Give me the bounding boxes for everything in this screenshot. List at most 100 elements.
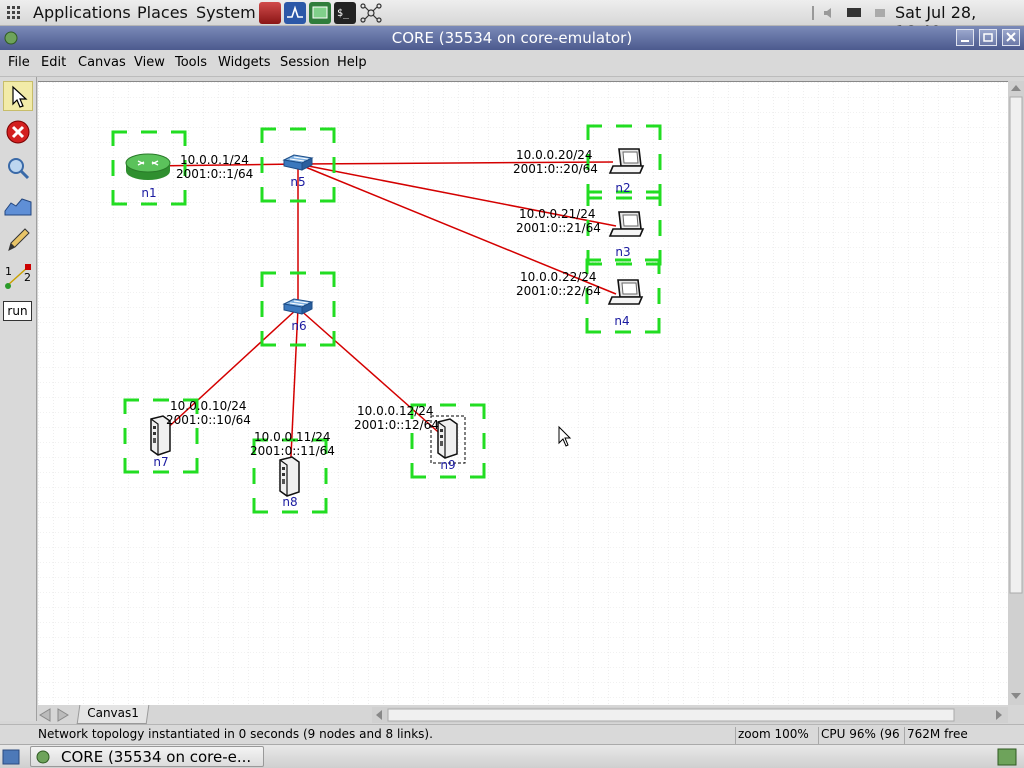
server-icon[interactable] xyxy=(437,418,458,459)
tab-right-arrow-icon[interactable] xyxy=(57,708,69,722)
network-launcher-icon[interactable] xyxy=(309,2,331,24)
mouse-pointer-icon xyxy=(558,425,572,447)
window-app-icon[interactable] xyxy=(4,31,18,45)
taskbar-window-core[interactable]: CORE (35534 on core-e... xyxy=(30,746,264,767)
addr-n4-ipv4: 10.0.0.22/24 xyxy=(520,270,597,284)
system-menu[interactable]: System xyxy=(196,3,256,22)
addr-n8-ipv6: 2001:0::11/64 xyxy=(250,444,335,458)
network-status-icon[interactable] xyxy=(846,7,862,19)
link-n6-n9[interactable] xyxy=(297,307,446,439)
menu-widgets[interactable]: Widgets xyxy=(218,55,271,70)
addr-n1-ipv4: 10.0.0.1/24 xyxy=(180,153,249,167)
canvas-tab-row: Canvas1 xyxy=(38,705,372,725)
tab-canvas1[interactable]: Canvas1 xyxy=(76,705,150,724)
node-label-n2[interactable]: n2 xyxy=(615,181,630,195)
core-launcher-icon[interactable] xyxy=(259,2,281,24)
menu-view[interactable]: View xyxy=(134,55,165,70)
node-label-n5[interactable]: n5 xyxy=(290,175,305,189)
close-button[interactable] xyxy=(1002,29,1020,46)
svg-text:$_: $_ xyxy=(337,8,350,19)
wireshark-launcher-icon[interactable] xyxy=(284,2,306,24)
vertical-scroll-thumb[interactable] xyxy=(1009,96,1023,594)
addr-n3-ipv6: 2001:0::21/64 xyxy=(516,221,601,235)
battery-icon[interactable] xyxy=(874,7,886,19)
plot-tool-button[interactable] xyxy=(3,189,33,219)
node-label-n1[interactable]: n1 xyxy=(141,186,156,200)
stop-icon xyxy=(6,120,30,144)
stop-session-button[interactable] xyxy=(3,117,33,147)
menu-bar: File Edit Canvas View Tools Widgets Sess… xyxy=(0,50,1024,77)
canvas-grid xyxy=(38,82,1008,705)
places-menu[interactable]: Places xyxy=(137,3,188,22)
addr-n9-ipv4: 10.0.0.12/24 xyxy=(357,404,434,418)
link-n5-n2[interactable] xyxy=(297,161,614,165)
vertical-scrollbar[interactable] xyxy=(1008,81,1024,705)
node-label-n3[interactable]: n3 xyxy=(615,245,630,259)
node-label-n8[interactable]: n8 xyxy=(282,495,297,509)
scroll-right-icon[interactable] xyxy=(996,710,1002,720)
taskbar-window-label: CORE (35534 on core-e... xyxy=(61,748,252,766)
status-zoom: zoom 100% xyxy=(735,727,809,744)
scroll-up-icon[interactable] xyxy=(1011,85,1021,91)
apps-grid-icon[interactable] xyxy=(7,6,21,20)
terminal-launcher-icon[interactable]: $_ xyxy=(334,2,356,24)
focus-box-n9 xyxy=(430,415,466,464)
status-cpu: CPU 96% (96 xyxy=(818,727,900,744)
horizontal-scroll-thumb[interactable] xyxy=(387,708,955,722)
addr-n1-ipv6: 2001:0::1/64 xyxy=(176,167,253,181)
addr-n7-ipv4: 10.0.0.10/24 xyxy=(170,399,247,413)
plot-icon xyxy=(4,198,32,216)
show-desktop-icon[interactable] xyxy=(2,749,20,765)
magnifier-icon xyxy=(8,158,30,180)
menu-file[interactable]: File xyxy=(8,55,30,70)
topology-launcher-icon[interactable] xyxy=(359,2,383,24)
volume-icon[interactable] xyxy=(823,7,837,19)
link-n1-n5[interactable] xyxy=(147,163,299,167)
minimize-icon xyxy=(961,40,969,42)
router-icon[interactable] xyxy=(125,153,171,181)
addr-n2-ipv6: 2001:0::20/64 xyxy=(513,162,598,176)
core-window-icon xyxy=(36,750,50,764)
addr-n8-ipv4: 10.0.0.11/24 xyxy=(254,430,331,444)
workspace-switcher-icon[interactable] xyxy=(997,748,1017,766)
run-tool-button[interactable]: run xyxy=(3,298,33,328)
link-n5-n4[interactable] xyxy=(297,163,617,295)
arrow-cursor-icon xyxy=(12,85,28,108)
tab-left-arrow-icon[interactable] xyxy=(39,708,51,722)
horizontal-scrollbar[interactable] xyxy=(372,707,1008,723)
minimize-button[interactable] xyxy=(956,29,974,46)
topology-svg[interactable]: n1 n5 n2 n3 n4 n6 n7 n8 n9 10.0.0.1/24 2… xyxy=(38,82,1008,705)
menu-edit[interactable]: Edit xyxy=(41,55,67,70)
node-label-n9[interactable]: n9 xyxy=(440,458,455,472)
addr-n9-ipv6: 2001:0::12/64 xyxy=(354,418,439,432)
link-n6-n8[interactable] xyxy=(289,307,299,478)
addr-n3-ipv4: 10.0.0.21/24 xyxy=(519,207,596,221)
maximize-button[interactable] xyxy=(979,29,997,46)
marker-tool-button[interactable] xyxy=(3,225,33,255)
menu-help[interactable]: Help xyxy=(337,55,367,70)
two-node-tool-button[interactable]: 1 2 xyxy=(3,261,33,291)
link-n5-n3[interactable] xyxy=(297,163,617,227)
window-title: CORE (35534 on core-emulator) xyxy=(391,29,633,47)
two-node-icon: 1 2 xyxy=(5,264,31,289)
window-titlebar[interactable]: CORE (35534 on core-emulator) xyxy=(0,26,1024,50)
menu-session[interactable]: Session xyxy=(280,55,330,70)
observer-widget-button[interactable] xyxy=(3,153,33,183)
link-n6-n7[interactable] xyxy=(161,307,299,434)
applications-menu[interactable]: Applications xyxy=(33,3,131,22)
topology-canvas[interactable]: n1 n5 n2 n3 n4 n6 n7 n8 n9 10.0.0.1/24 2… xyxy=(38,81,1008,705)
svg-text:1: 1 xyxy=(5,265,12,278)
node-label-n4[interactable]: n4 xyxy=(614,314,629,328)
menu-tools[interactable]: Tools xyxy=(175,55,208,70)
addr-n7-ipv6: 2001:0::10/64 xyxy=(166,413,251,427)
node-label-n7[interactable]: n7 xyxy=(153,455,168,469)
status-message: Network topology instantiated in 0 secon… xyxy=(38,727,433,741)
scroll-down-icon[interactable] xyxy=(1011,693,1021,699)
run-label: run xyxy=(3,301,32,321)
svg-text:2: 2 xyxy=(24,271,31,284)
server-icon[interactable] xyxy=(279,456,300,497)
node-label-n6[interactable]: n6 xyxy=(291,319,306,333)
scroll-left-icon[interactable] xyxy=(376,710,382,720)
selection-tool-button[interactable] xyxy=(3,81,33,111)
menu-canvas[interactable]: Canvas xyxy=(78,55,126,70)
